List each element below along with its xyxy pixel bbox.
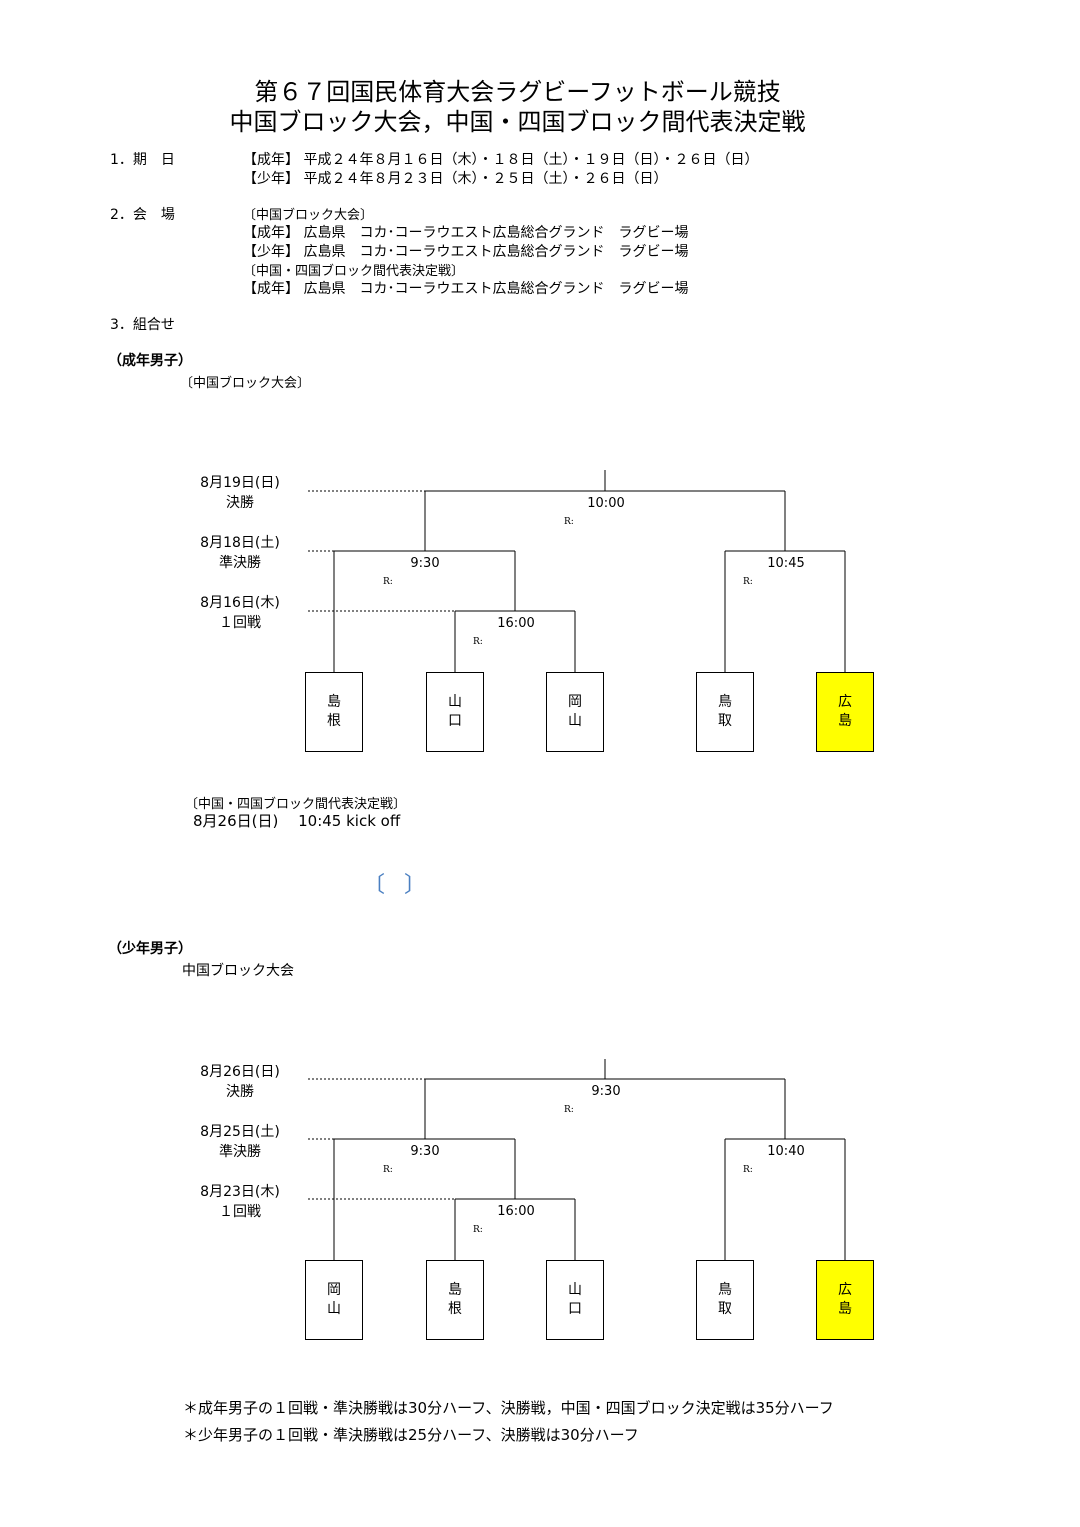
junior-team-box: 山 口 [546,1260,604,1340]
playoff-date: 8月26日(日) 10:45 kick off [193,812,401,830]
junior-round-semi-date: 8月25日(土) [200,1124,280,1140]
senior-team-box: 島 根 [305,672,363,752]
junior-semi-left-time: 9:30 [410,1144,440,1159]
senior-semi-right-referee: R: [743,577,753,587]
team-char: 岡 [568,694,582,710]
team-char: 広 [838,1282,852,1298]
team-char: 根 [448,1301,462,1317]
team-char: 取 [718,1301,732,1317]
team-char: 島 [838,713,852,729]
junior-team-box: 鳥 取 [696,1260,754,1340]
junior-subheading: 中国ブロック大会 [182,963,294,979]
senior-semi-right-time: 10:45 [767,556,805,571]
team-char: 島 [327,694,341,710]
team-char: 口 [448,713,462,729]
senior-round-semi-name: 準決勝 [219,555,261,571]
venue-row-junior: 【少年】 広島県 コカ･コーラウエスト広島総合グランド ラグビー場 [243,244,689,260]
senior-round-semi-date: 8月18日(土) [200,535,280,551]
junior-round-first-date: 8月23日(木) [200,1184,280,1200]
page-title-line1: 第６７回国民体育大会ラグビーフットボール競技 [254,78,781,106]
junior-heading: （少年男子） [108,941,192,957]
junior-final-time: 9:30 [591,1084,621,1099]
schedule-junior: 【少年】 平成２４年８月２３日（木）・２５日（土）・２６日（日） [243,171,668,187]
team-char: 島 [448,1282,462,1298]
draw-label: 3．組合せ [110,317,175,333]
team-char: 山 [568,1282,582,1298]
schedule-senior: 【成年】 平成２４年８月１６日（木）・１８日（土）・１９日（日）・２６日（日） [243,152,759,168]
team-char: 島 [838,1301,852,1317]
junior-team-box-host: 広 島 [816,1260,874,1340]
page-title-line2: 中国ブロック大会，中国・四国ブロック間代表決定戦 [229,108,806,136]
junior-first-referee: R: [473,1225,483,1235]
playoff-label: 〔中国・四国ブロック間代表決定戦〕 [185,797,407,812]
senior-semi-left-time: 9:30 [410,556,440,571]
team-char: 山 [448,694,462,710]
team-char: 山 [568,713,582,729]
team-char: 広 [838,694,852,710]
venue-row-playoff-senior: 【成年】 広島県 コカ･コーラウエスト広島総合グランド ラグビー場 [243,281,689,297]
senior-team-box: 岡 山 [546,672,604,752]
senior-subheading: 〔中国ブロック大会〕 [180,376,311,391]
team-char: 口 [568,1301,582,1317]
junior-final-referee: R: [564,1105,574,1115]
schedule-label: 1．期 日 [110,152,175,168]
junior-round-final-name: 決勝 [226,1084,254,1100]
team-char: 鳥 [718,694,732,710]
junior-first-time: 16:00 [497,1204,535,1219]
senior-round-first-name: １回戦 [219,615,261,631]
team-char: 鳥 [718,1282,732,1298]
junior-semi-left-referee: R: [383,1165,393,1175]
junior-team-box: 岡 山 [305,1260,363,1340]
senior-round-first-date: 8月16日(木) [200,595,280,611]
senior-team-box-host: 広 島 [816,672,874,752]
senior-final-time: 10:00 [587,496,625,511]
junior-semi-right-time: 10:40 [767,1144,805,1159]
venue-row-block: 〔中国ブロック大会〕 [243,208,374,223]
playoff-bracket-close: 〕 [404,873,427,898]
junior-round-final-date: 8月26日(日) [200,1064,280,1080]
senior-semi-left-referee: R: [383,577,393,587]
note-senior: ＊成年男子の１回戦・準決勝戦は30分ハーフ、決勝戦，中国・四国ブロック決定戦は3… [183,1399,834,1417]
junior-round-semi-name: 準決勝 [219,1144,261,1160]
senior-heading: （成年男子） [108,353,192,369]
team-char: 根 [327,713,341,729]
venue-label: 2．会 場 [110,207,175,223]
junior-semi-right-referee: R: [743,1165,753,1175]
venue-row-playoff: 〔中国・四国ブロック間代表決定戦〕 [243,264,465,279]
team-char: 取 [718,713,732,729]
venue-row-senior: 【成年】 広島県 コカ･コーラウエスト広島総合グランド ラグビー場 [243,225,689,241]
junior-team-box: 島 根 [426,1260,484,1340]
team-char: 岡 [327,1282,341,1298]
playoff-bracket-open: 〔 [363,873,386,898]
senior-first-time: 16:00 [497,616,535,631]
senior-round-final-date: 8月19日(日) [200,475,280,491]
senior-round-final-name: 決勝 [226,495,254,511]
senior-first-referee: R: [473,637,483,647]
senior-final-referee: R: [564,517,574,527]
team-char: 山 [327,1301,341,1317]
senior-team-box: 鳥 取 [696,672,754,752]
note-junior: ＊少年男子の１回戦・準決勝戦は25分ハーフ、決勝戦は30分ハーフ [183,1426,639,1444]
senior-team-box: 山 口 [426,672,484,752]
junior-round-first-name: １回戦 [219,1204,261,1220]
